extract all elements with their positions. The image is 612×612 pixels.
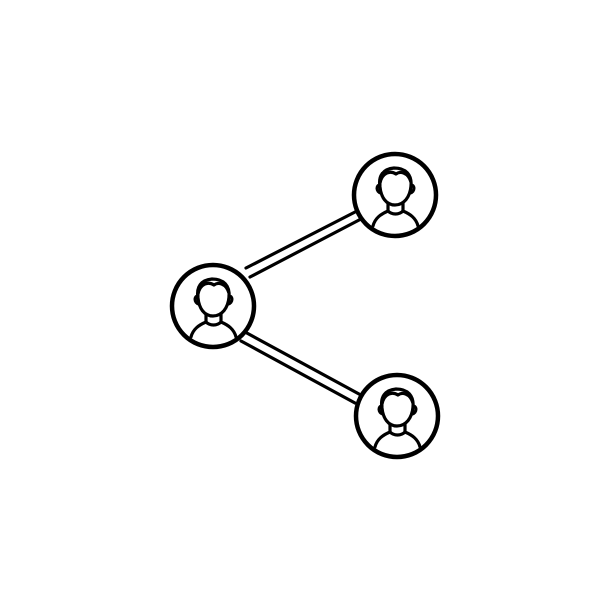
connector-bottom bbox=[239, 330, 361, 405]
user-node-center bbox=[169, 262, 257, 350]
connector-top bbox=[244, 209, 363, 279]
user-avatar-icon bbox=[373, 387, 422, 449]
user-node-top bbox=[351, 151, 439, 239]
user-node-bottom bbox=[353, 372, 441, 460]
user-avatar-icon bbox=[189, 277, 238, 339]
user-avatar-icon bbox=[371, 166, 420, 228]
